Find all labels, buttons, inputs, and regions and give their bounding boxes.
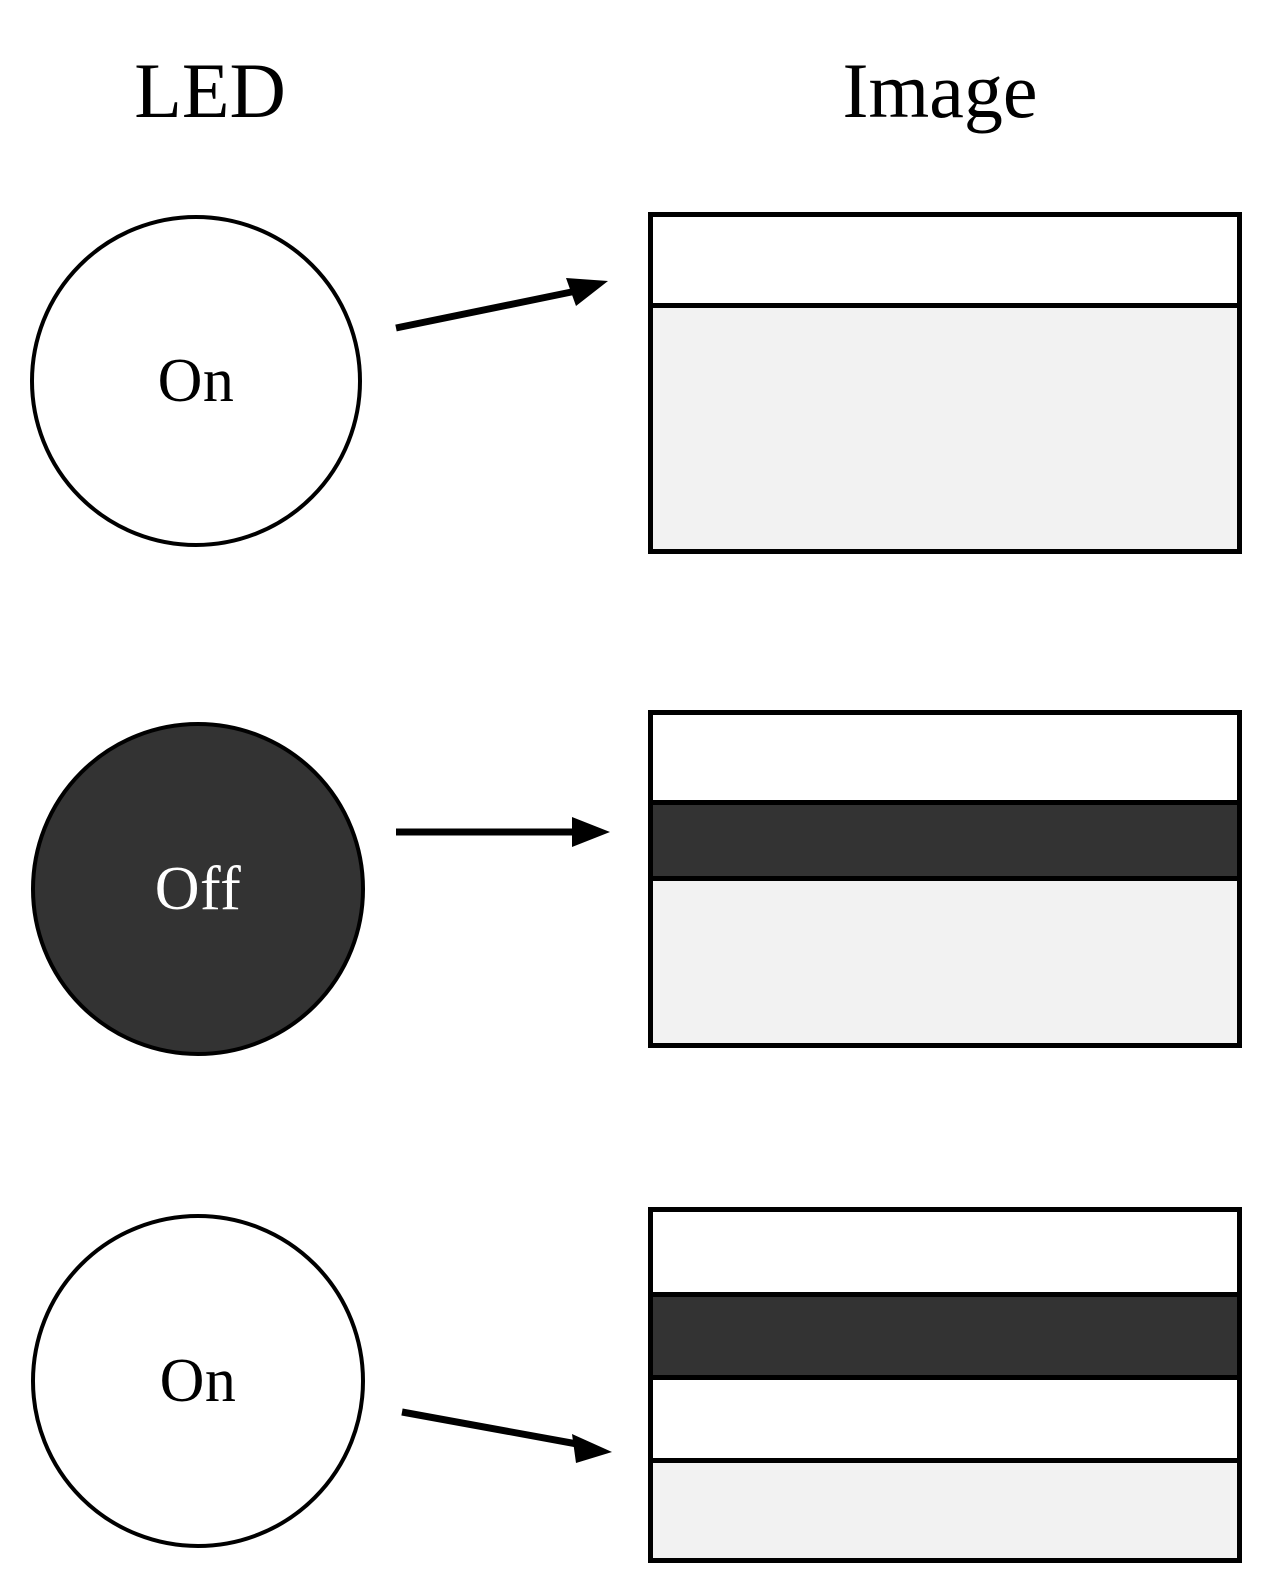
arrow-row-3 (401, 1408, 612, 1463)
column-header-image: Image (842, 47, 1038, 134)
image-band-row-3-white-lower (653, 1374, 1237, 1458)
led-indicator-row-1: On (30, 215, 362, 547)
image-panel-row-2 (648, 710, 1242, 1048)
image-panel-row-1 (648, 212, 1242, 554)
led-state-label-row-1: On (157, 347, 235, 415)
led-state-label-row-2: Off (154, 855, 242, 923)
arrow-row-1 (395, 278, 608, 332)
image-band-row-1-white (653, 217, 1237, 304)
image-band-row-3-white (653, 1212, 1237, 1292)
image-band-row-1-light-gray (653, 303, 1237, 549)
led-state-label-row-3: On (159, 1347, 237, 1415)
arrow-row-2 (396, 817, 610, 847)
image-band-row-3-dark-gray (653, 1291, 1237, 1375)
image-band-row-3-light-gray (653, 1457, 1237, 1558)
led-indicator-row-3: On (31, 1214, 365, 1548)
image-band-row-2-dark-gray (653, 800, 1237, 876)
column-header-led: LED (134, 47, 286, 134)
image-band-row-2-light-gray (653, 875, 1237, 1043)
led-indicator-row-2: Off (31, 722, 365, 1056)
image-panel-row-3 (648, 1207, 1242, 1563)
image-band-row-2-white (653, 715, 1237, 801)
